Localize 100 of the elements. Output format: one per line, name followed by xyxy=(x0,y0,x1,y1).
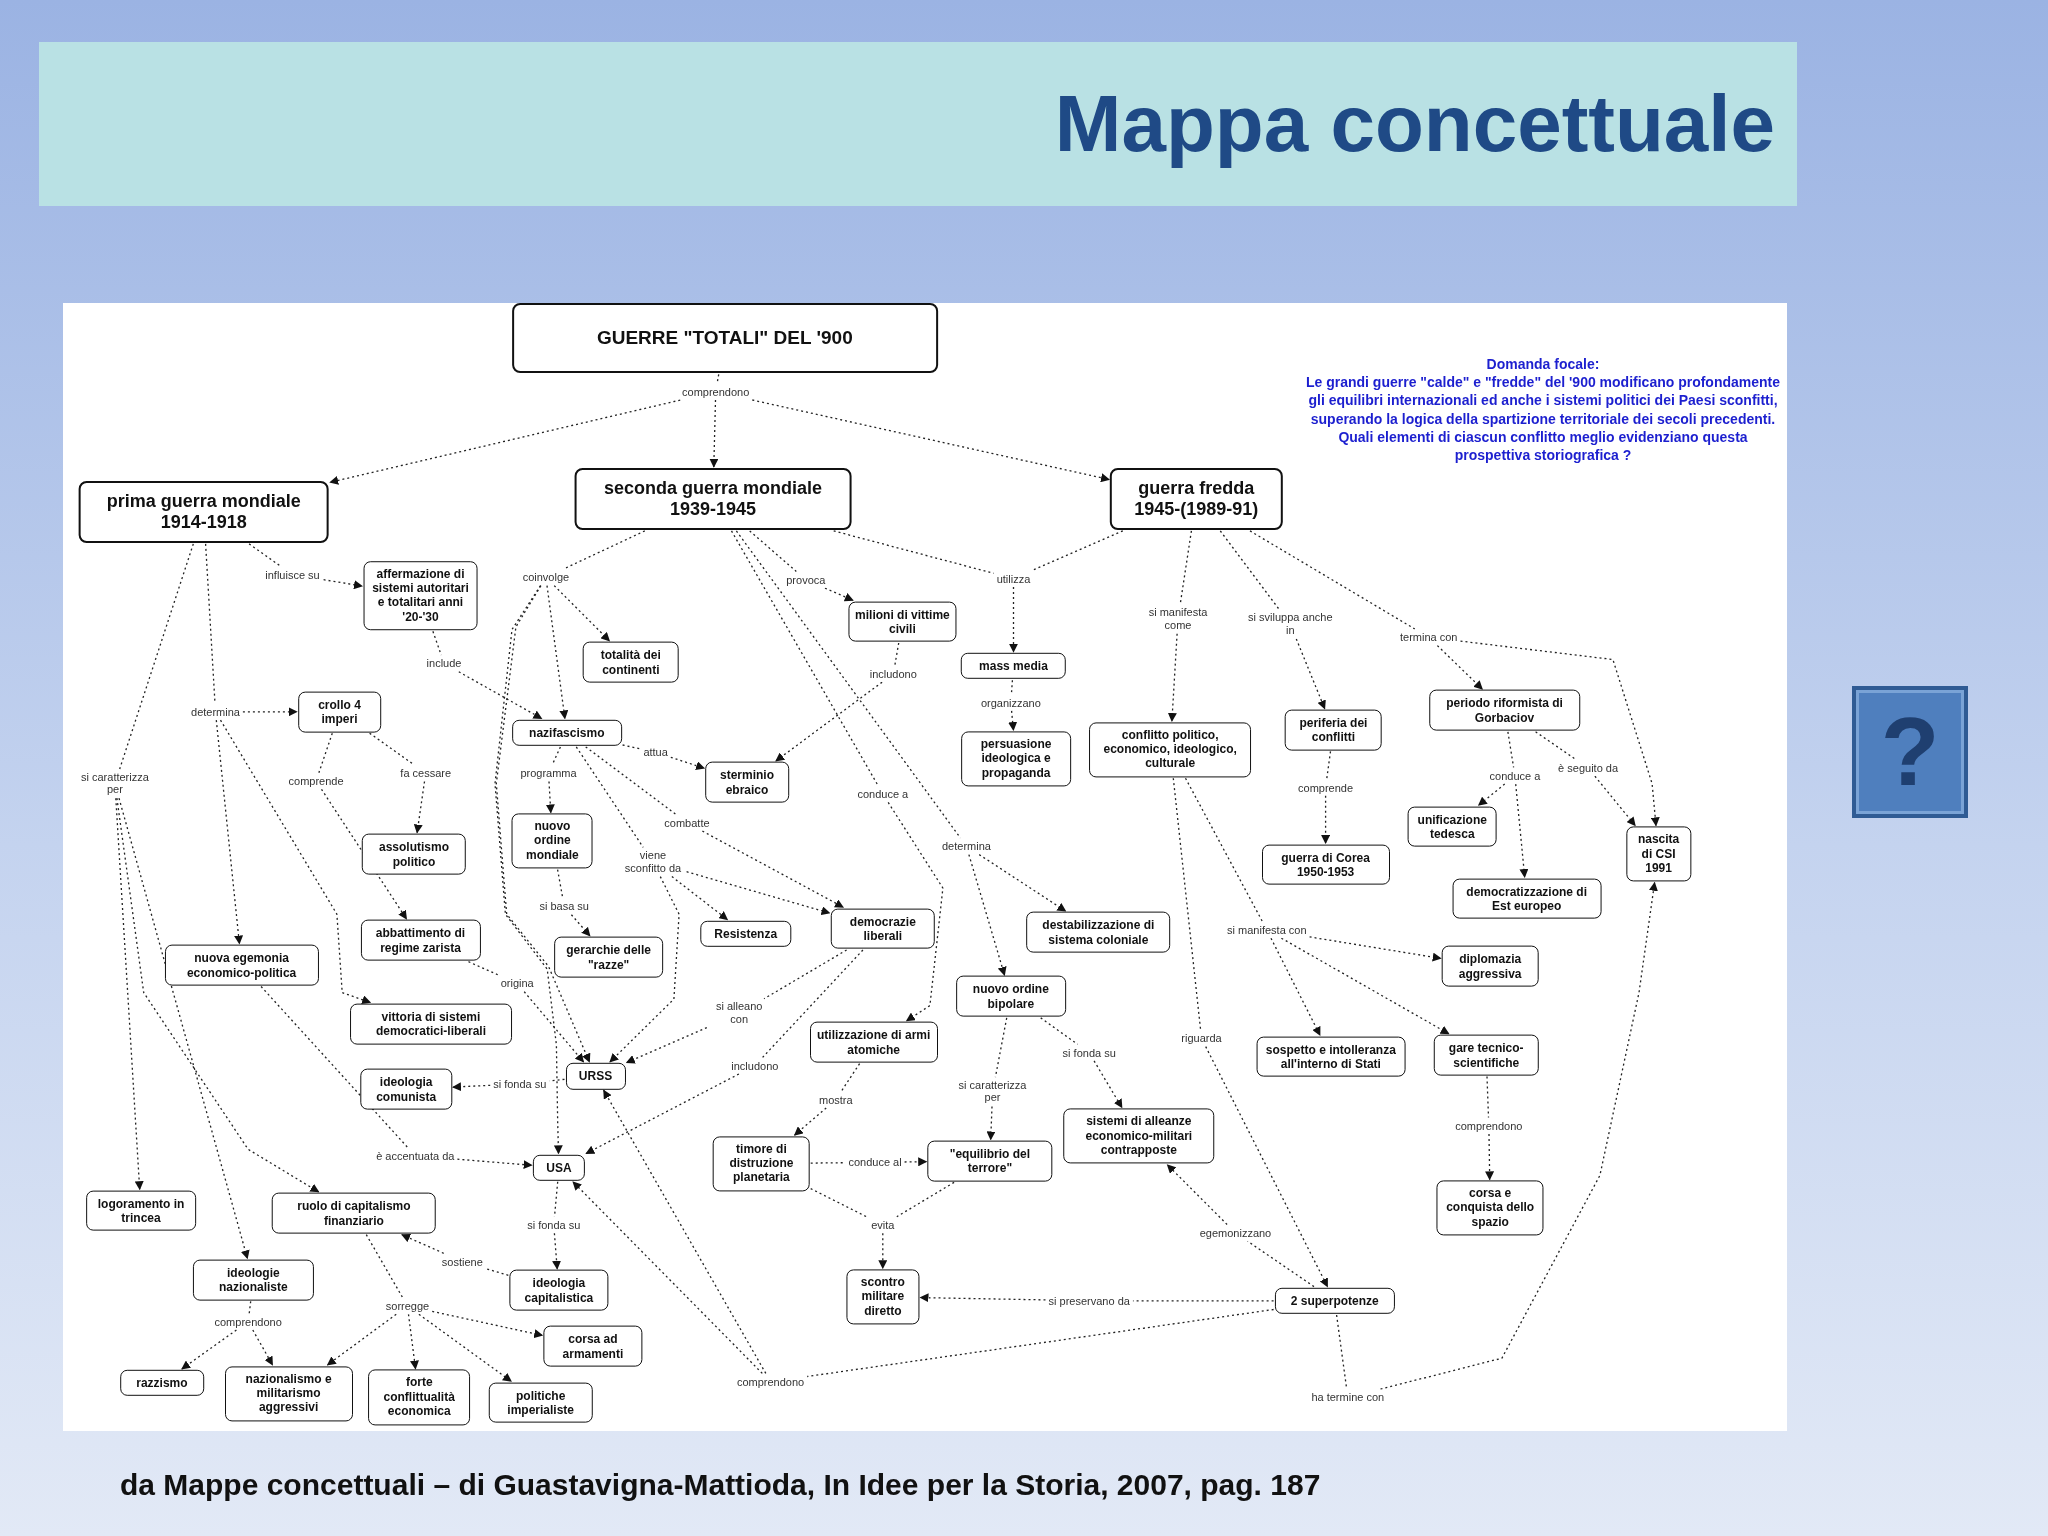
connector xyxy=(329,399,681,485)
connector xyxy=(1166,1164,1228,1226)
connector xyxy=(546,584,569,720)
connector xyxy=(116,797,320,1193)
concept-box: assolutismo politico xyxy=(361,833,467,875)
connector xyxy=(761,949,864,1059)
main-concept-box: prima guerra mondiale 1914-1918 xyxy=(78,480,330,543)
concept-box: nazionalismo e militarismo aggressivi xyxy=(224,1365,353,1422)
connector xyxy=(986,1105,996,1141)
connector xyxy=(1009,586,1018,653)
concept-box: diplomazia aggressiva xyxy=(1441,946,1539,987)
concept-box: nascita di CSI 1991 xyxy=(1625,826,1692,882)
connector xyxy=(1436,644,1483,690)
connector xyxy=(1219,530,1280,611)
connector xyxy=(878,1232,888,1270)
connector xyxy=(215,719,244,945)
connector xyxy=(553,584,611,642)
connector xyxy=(1295,638,1326,710)
concept-box: sospetto e intolleranza all'interno di Stati xyxy=(1256,1036,1406,1077)
connector xyxy=(219,719,372,1005)
connector xyxy=(968,853,1007,976)
connector xyxy=(431,1310,544,1339)
concept-box: nuovo ordine bipolare xyxy=(956,976,1066,1017)
concept-box: corsa ad armamenti xyxy=(543,1326,643,1367)
concept-box: "equilibrio del terrore" xyxy=(927,1140,1053,1182)
concept-box: destabilizzazione di sistema coloniale xyxy=(1026,912,1171,953)
connector xyxy=(735,530,962,839)
connector xyxy=(585,746,677,816)
connector xyxy=(793,1107,827,1136)
help-button: ? xyxy=(1852,686,1968,818)
connector xyxy=(485,1267,509,1276)
main-concept-box: seconda guerra mondiale 1939-1945 xyxy=(574,467,852,530)
connector xyxy=(418,1313,512,1382)
concept-box: corsa e conquista dello spazio xyxy=(1436,1180,1544,1236)
connector xyxy=(1379,881,1658,1390)
connector xyxy=(670,756,706,770)
connector xyxy=(452,1082,491,1092)
connector xyxy=(603,1089,767,1375)
concept-box: USA xyxy=(532,1154,586,1181)
connector xyxy=(1477,783,1506,806)
concept-box: 2 superpotenze xyxy=(1274,1287,1395,1314)
connector xyxy=(978,853,1067,912)
connector xyxy=(1270,937,1321,1036)
connector xyxy=(467,961,500,976)
concept-box: gerarchie delle "razze" xyxy=(553,936,664,978)
connector xyxy=(1008,710,1018,732)
connector xyxy=(456,1158,533,1170)
connector xyxy=(552,1232,562,1270)
connector xyxy=(248,543,282,567)
concept-box: forte conflittualità economica xyxy=(368,1369,471,1425)
connector xyxy=(1249,530,1416,630)
concept-box: unificazione tedesca xyxy=(1407,806,1497,848)
concept-box: democrazie liberali xyxy=(830,908,936,949)
connector xyxy=(806,1308,1275,1378)
connector xyxy=(318,732,333,774)
connector xyxy=(896,1181,955,1218)
connector xyxy=(1485,1133,1495,1181)
concept-box: Resistenza xyxy=(700,920,792,947)
connector xyxy=(810,1187,869,1219)
connector xyxy=(326,1313,397,1366)
concept-box: totalità dei continenti xyxy=(582,641,680,683)
connector xyxy=(609,875,680,1063)
concept-box: ideologia capitalistica xyxy=(509,1269,609,1311)
connector xyxy=(625,1026,708,1064)
connector xyxy=(563,530,646,570)
connector xyxy=(833,530,995,574)
connector xyxy=(181,1329,238,1370)
concept-box: vittoria di sistemi democratici-liberali xyxy=(350,1003,512,1045)
concept-box: politiche imperialiste xyxy=(488,1382,593,1424)
connector xyxy=(248,1300,252,1315)
connector xyxy=(894,642,900,667)
concept-box: nazifascismo xyxy=(511,719,622,746)
connector xyxy=(570,914,591,937)
connector xyxy=(556,868,564,899)
concept-box: sistemi di alleanze economico-militari contrapposte xyxy=(1063,1108,1215,1164)
connector xyxy=(903,1157,928,1167)
connector xyxy=(730,530,879,787)
connector xyxy=(458,671,543,720)
connector xyxy=(495,584,591,1063)
connector xyxy=(1280,937,1450,1035)
connector xyxy=(1308,936,1442,962)
concept-box: crollo 4 imperi xyxy=(297,691,382,733)
source-caption: da Mappe concettuali – di Guastavigna-Mattioda, In Idee per la Storia, 2007, pag. 187 xyxy=(120,1468,1321,1502)
connector xyxy=(252,1329,274,1366)
connector xyxy=(118,797,250,1260)
connector xyxy=(1167,633,1178,722)
connector xyxy=(621,744,642,750)
concept-box: timore di distruzione planetaria xyxy=(713,1136,810,1192)
connector xyxy=(1534,731,1577,761)
concept-box: mass media xyxy=(961,652,1066,680)
focus-question-heading: Domanda focale: xyxy=(1485,355,1601,374)
connector xyxy=(1010,679,1014,695)
connector xyxy=(749,530,797,573)
connector xyxy=(545,780,555,814)
concept-box: utilizzazione di armi atomiche xyxy=(809,1021,938,1063)
connector xyxy=(572,1181,763,1375)
connector xyxy=(709,399,719,468)
connector xyxy=(751,399,1110,483)
connector xyxy=(407,1313,419,1370)
concept-box: nuovo ordine mondiale xyxy=(511,813,593,869)
